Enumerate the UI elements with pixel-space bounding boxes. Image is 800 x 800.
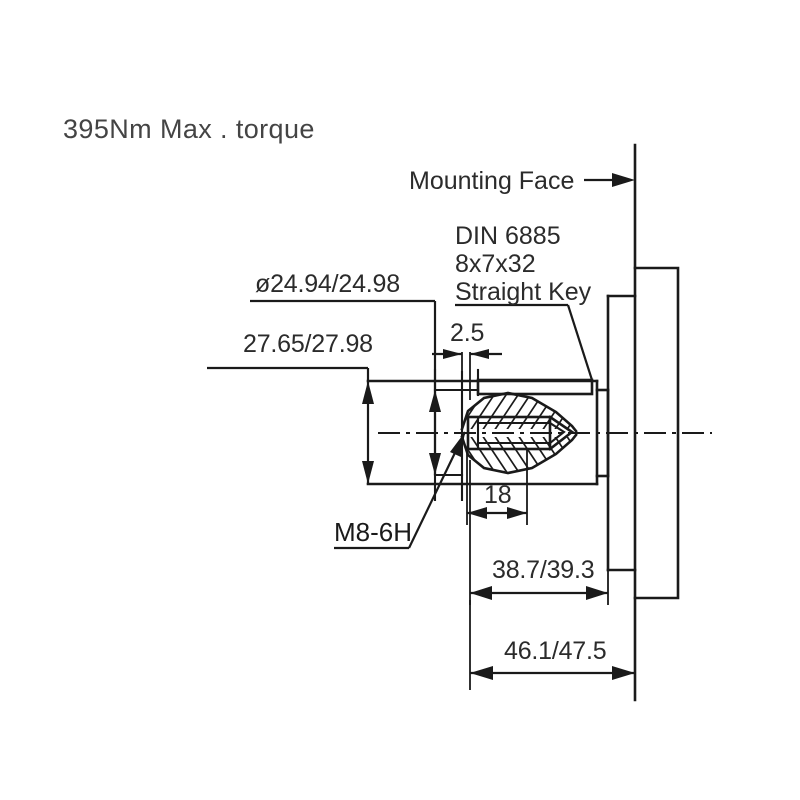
annotation-text-key-type: Straight Key	[455, 278, 592, 306]
dimension-shaft-length-inner: 38.7/39.3	[469, 460, 609, 605]
annotation-straight-key: DIN 6885 8x7x32 Straight Key	[455, 222, 594, 381]
annotation-thread-callout: M8-6H	[334, 431, 466, 550]
dimension-text-key-offset: 2.5	[450, 319, 484, 347]
dimension-text-shaft-length-inner: 38.7/39.3	[492, 556, 594, 584]
dimension-text-thread-depth: 18	[484, 481, 511, 509]
annotation-text-mounting-face: Mounting Face	[409, 167, 574, 195]
note-max-torque: 395Nm Max . torque	[63, 114, 315, 144]
annotation-mounting-face: Mounting Face	[409, 167, 635, 195]
dimension-key-offset: 2.5	[432, 319, 502, 400]
dimension-across-flats: 27.65/27.98	[207, 330, 374, 484]
svg-text:395Nm Max . torque: 395Nm Max . torque	[63, 114, 315, 144]
annotation-text-thread-callout: M8-6H	[334, 517, 412, 547]
dimension-shaft-diameter: ø24.94/24.98	[250, 270, 441, 475]
dimension-text-shaft-diameter: ø24.94/24.98	[255, 270, 400, 298]
dimension-text-shaft-length-total: 46.1/47.5	[504, 637, 606, 665]
annotation-text-key-standard: DIN 6885	[455, 222, 561, 250]
straight-key-rectangle	[476, 378, 594, 396]
dimension-thread-depth: 18	[466, 449, 528, 525]
dimension-shaft-length-total: 46.1/47.5	[469, 600, 635, 690]
dimension-text-across-flats: 27.65/27.98	[243, 330, 373, 358]
annotation-text-key-size: 8x7x32	[455, 250, 536, 278]
